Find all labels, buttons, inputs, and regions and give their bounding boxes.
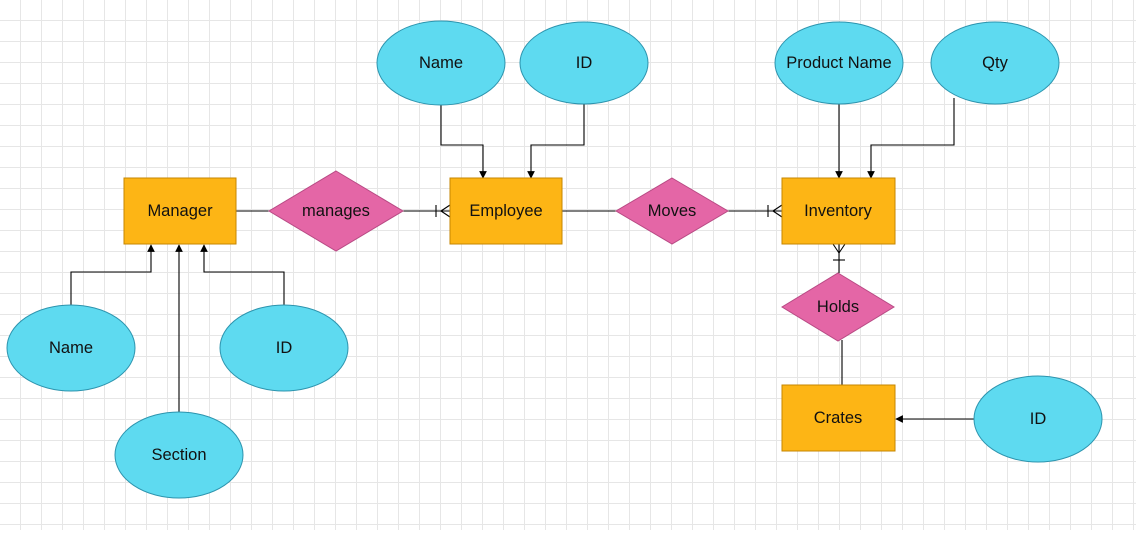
attribute-manager-section[interactable]: Section — [114, 411, 244, 499]
entity-crates-label: Crates — [814, 409, 863, 427]
crow-foot-employee — [435, 204, 451, 218]
entity-employee[interactable]: Employee — [449, 177, 563, 245]
entity-manager-label: Manager — [147, 202, 213, 220]
attribute-manager-name[interactable]: Name — [6, 304, 136, 392]
relationship-moves[interactable]: Moves — [615, 177, 729, 245]
attribute-manager-name-label: Name — [49, 339, 93, 357]
attribute-inventory-product-name[interactable]: Product Name — [774, 21, 904, 105]
crow-foot-holds — [832, 243, 846, 261]
edge-employee-id — [527, 104, 585, 179]
edge-manager-name — [70, 244, 155, 305]
relationship-holds[interactable]: Holds — [781, 272, 895, 342]
attribute-crates-id-label: ID — [1030, 410, 1047, 428]
attribute-employee-id-label: ID — [576, 54, 593, 72]
entity-manager[interactable]: Manager — [123, 177, 237, 245]
attribute-employee-id[interactable]: ID — [519, 21, 649, 105]
entity-crates[interactable]: Crates — [781, 384, 896, 452]
crow-foot-inventory — [767, 204, 783, 218]
connectors — [70, 98, 974, 423]
relationship-moves-label: Moves — [648, 202, 697, 220]
edge-inventory-qty — [867, 98, 955, 179]
attribute-manager-section-label: Section — [151, 446, 206, 464]
attribute-crates-id[interactable]: ID — [973, 375, 1103, 463]
edge-employee-name — [440, 105, 487, 179]
attribute-employee-name-label: Name — [419, 54, 463, 72]
attribute-inventory-qty-label: Qty — [982, 54, 1008, 72]
attribute-inventory-qty[interactable]: Qty — [930, 21, 1060, 105]
entity-employee-label: Employee — [469, 202, 542, 220]
attribute-employee-name[interactable]: Name — [376, 20, 506, 106]
attribute-manager-id[interactable]: ID — [219, 304, 349, 392]
entity-inventory-label: Inventory — [804, 202, 873, 220]
relationship-manages-label: manages — [302, 202, 370, 220]
relationship-manages[interactable]: manages — [268, 170, 404, 252]
relationship-holds-label: Holds — [817, 298, 859, 316]
edge-manager-id — [200, 244, 285, 305]
attribute-manager-id-label: ID — [276, 339, 293, 357]
attribute-inventory-product-name-label: Product Name — [786, 54, 891, 72]
entity-inventory[interactable]: Inventory — [781, 177, 896, 245]
